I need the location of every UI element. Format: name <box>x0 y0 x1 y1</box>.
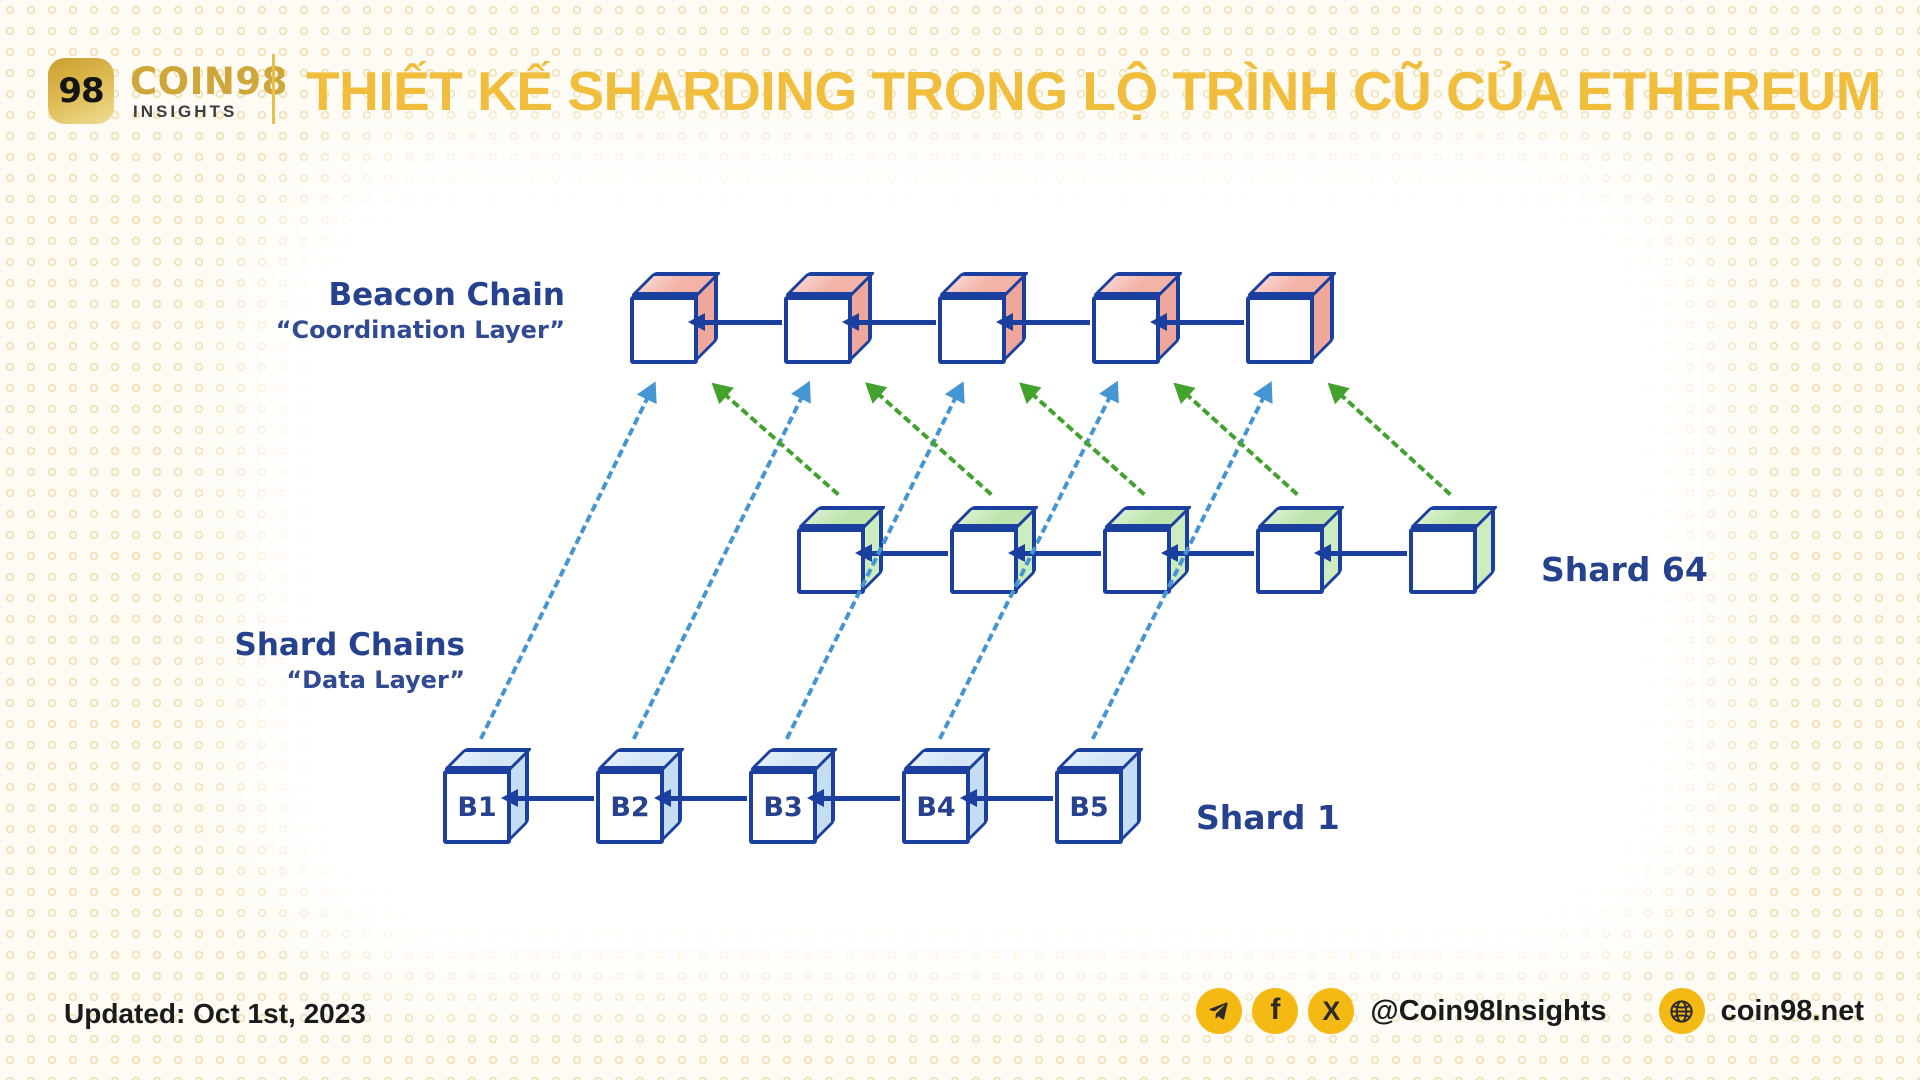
page-title: THIẾT KẾ SHARDING TRONG LỘ TRÌNH CŨ CỦA … <box>306 60 1882 122</box>
x-icon: X <box>1308 988 1355 1034</box>
shard1-cube-front-face: B5 <box>1055 770 1123 844</box>
data-layer-label: “Data Layer” <box>286 666 465 694</box>
beacon-chain-arrow <box>842 313 936 331</box>
beacon-cube-front-face <box>938 296 1006 364</box>
shard64-chain-arrow <box>855 544 948 562</box>
beacon-chain-label: Beacon Chain <box>328 277 565 313</box>
social-handle: @Coin98Insights <box>1370 994 1607 1027</box>
shard-1-label: Shard 1 <box>1196 798 1340 837</box>
beacon-chain-label-group: Beacon Chain “Coordination Layer” <box>165 276 565 346</box>
brand-subtitle: INSIGHTS <box>133 102 238 121</box>
green-dashed-attestation-link <box>1029 391 1146 496</box>
shard-64-label: Shard 64 <box>1541 550 1708 589</box>
website-url: coin98.net <box>1720 994 1864 1027</box>
shard1-chain-arrow <box>960 789 1053 807</box>
shard64-cube-front-face <box>1409 528 1477 594</box>
header-divider <box>272 54 275 124</box>
green-dashed-attestation-link <box>1337 391 1452 496</box>
shard64-chain-arrow <box>1008 544 1101 562</box>
beacon-cube-front-face <box>1246 296 1314 364</box>
coordination-layer-label: “Coordination Layer” <box>275 316 565 344</box>
shard1-chain-arrow <box>501 789 594 807</box>
beacon-chain-arrow <box>1150 313 1244 331</box>
shard-chains-label: Shard Chains <box>234 627 465 663</box>
shard1-cube-front-face: B2 <box>596 770 664 844</box>
shard64-chain-arrow <box>1314 544 1407 562</box>
shard1-cube-front-face: B3 <box>749 770 817 844</box>
shard64-cube-front-face <box>950 528 1018 594</box>
beacon-chain-arrow <box>688 313 782 331</box>
green-dashed-attestation-link <box>722 391 840 496</box>
blue-dashed-attestation-link <box>632 394 805 740</box>
globe-icon <box>1658 988 1705 1034</box>
shard1-chain-arrow <box>654 789 747 807</box>
green-dashed-attestation-link <box>1183 391 1299 496</box>
green-dashed-attestation-link <box>875 391 993 496</box>
footer-social-bar: f X @Coin98Insights coin98.net <box>1196 988 1864 1034</box>
beacon-chain-arrow <box>996 313 1090 331</box>
shard-chains-label-group: Shard Chains “Data Layer” <box>65 626 465 696</box>
coin98-logo-glyph: 98 <box>58 71 104 111</box>
shard1-chain-arrow <box>807 789 900 807</box>
shard64-cube-front-face <box>1256 528 1324 594</box>
telegram-icon <box>1196 988 1243 1034</box>
coin98-logo: 98 <box>48 58 114 124</box>
blue-dashed-attestation-link <box>479 394 651 740</box>
updated-date: Updated: Oct 1st, 2023 <box>64 998 366 1029</box>
brand-name: COIN98 <box>130 60 288 103</box>
shard1-cube-front-face: B4 <box>902 770 970 844</box>
shard64-chain-arrow <box>1161 544 1254 562</box>
shard64-cube-front-face <box>1103 528 1171 594</box>
facebook-icon: f <box>1252 988 1299 1034</box>
shard1-cube-front-face: B1 <box>443 770 511 844</box>
